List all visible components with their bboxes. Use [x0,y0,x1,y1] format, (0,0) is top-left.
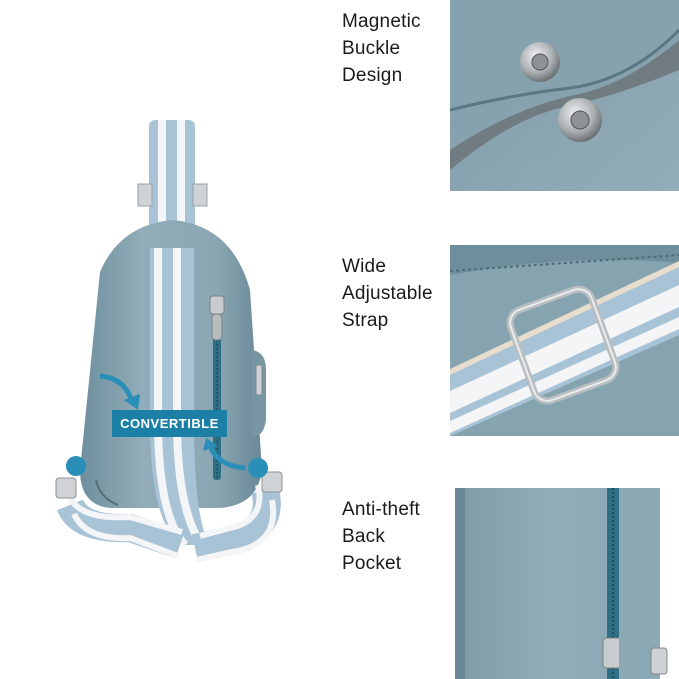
feature-line: Buckle [342,38,401,59]
feature-line: Strap [342,310,389,331]
feature-label-adjustable-strap: Wide Adjustable Strap [342,253,442,334]
feature-line: Anti-theft [342,499,421,520]
feature-line: Back [342,526,386,547]
striped-strap [450,261,679,436]
arrow-right [207,444,246,471]
feature-line: Magnetic [342,11,421,32]
slider-buckle-icon [506,285,620,405]
magnetic-buckle-photo [450,0,679,191]
adjustable-strap-photo [450,245,679,436]
main-bag-illustration [55,120,283,563]
feature-line: Adjustable [342,283,433,304]
back-pocket-photo [455,488,679,679]
convertible-badge: CONVERTIBLE [112,410,227,437]
attach-dot-left [66,456,86,476]
attach-dot-right [248,458,268,478]
bottom-strap [55,471,283,563]
top-strap [137,120,208,250]
feature-line: Design [342,65,403,86]
feature-label-magnetic-buckle: Magnetic Buckle Design [342,8,442,89]
feature-line: Wide [342,256,387,277]
feature-line: Pocket [342,553,402,574]
feature-label-back-pocket: Anti-theft Back Pocket [342,496,442,577]
